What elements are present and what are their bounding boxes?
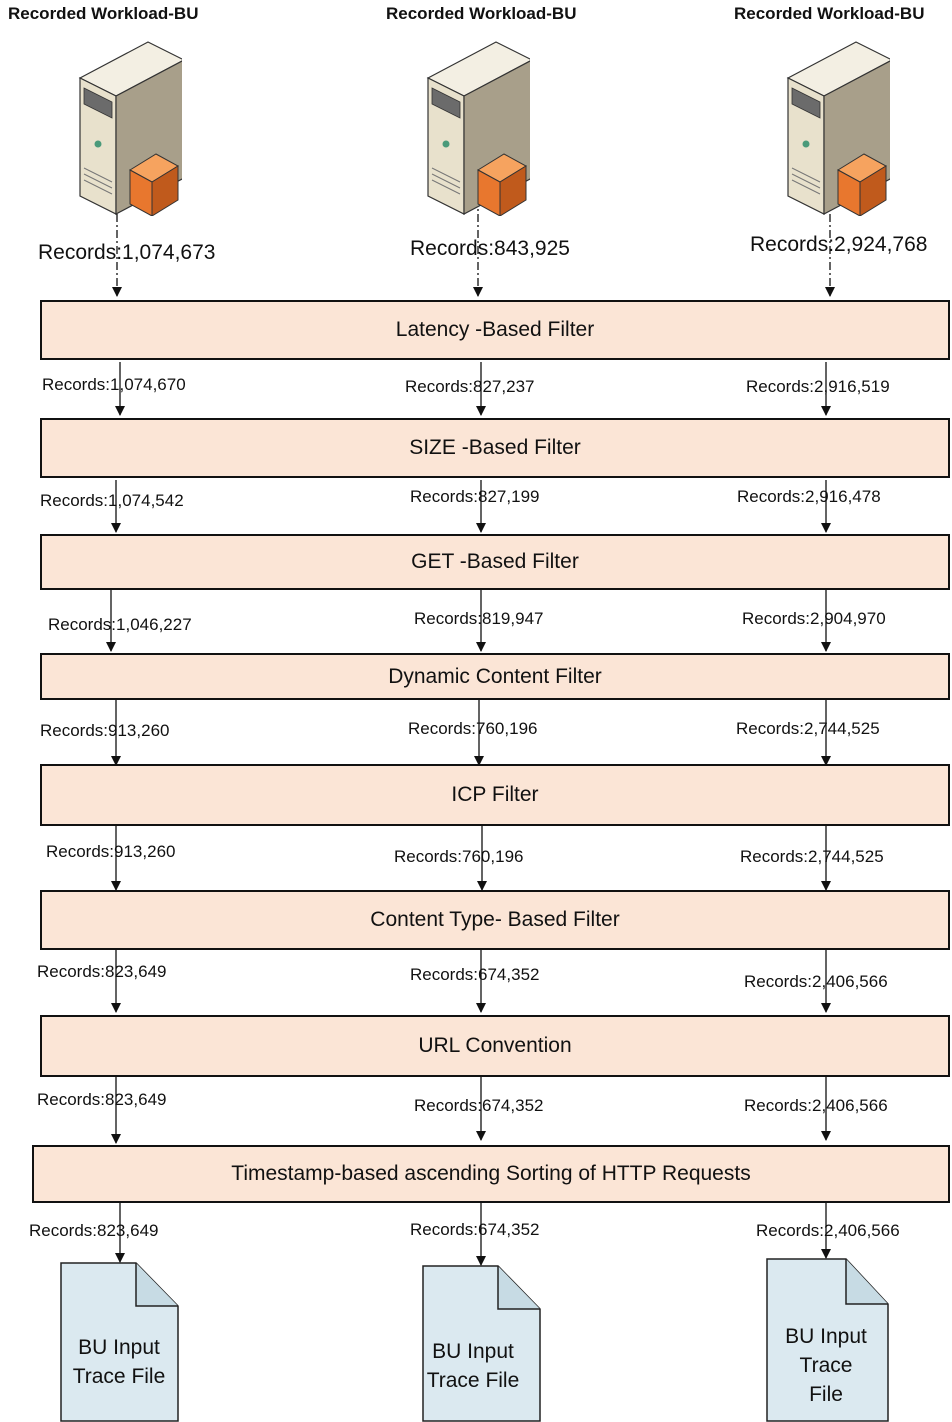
document-icon <box>422 1265 541 1422</box>
server-icon <box>786 41 890 216</box>
source-title: Recorded Workload-BU <box>734 4 925 23</box>
filter-box: GET -Based Filter <box>40 534 950 590</box>
record-count: Records:2,744,525 <box>740 847 884 866</box>
record-count: Records:827,237 <box>405 377 535 396</box>
record-count: Records:843,925 <box>410 237 570 260</box>
filter-box: SIZE -Based Filter <box>40 418 950 478</box>
record-count: Records:674,352 <box>410 1220 540 1239</box>
record-count: Records:2,904,970 <box>742 609 886 628</box>
record-count: Records:674,352 <box>410 965 540 984</box>
filter-box: Content Type- Based Filter <box>40 890 950 950</box>
record-count: Records:2,916,519 <box>746 377 890 396</box>
record-count: Records:819,947 <box>414 609 544 628</box>
record-count: Records:1,074,542 <box>40 491 184 510</box>
record-count: Records:674,352 <box>414 1096 544 1115</box>
record-count: Records:827,199 <box>410 487 540 506</box>
output-file-label: BU Input Trace File <box>426 1340 520 1392</box>
record-count: Records:1,074,670 <box>42 375 186 394</box>
server-icon <box>426 41 530 216</box>
record-count: Records:1,046,227 <box>48 615 192 634</box>
source-title: Recorded Workload-BU <box>386 4 577 23</box>
record-count: Records:823,649 <box>37 962 167 981</box>
record-count: Records:823,649 <box>29 1221 159 1240</box>
output-file-label: BU Input Trace File <box>72 1336 166 1388</box>
record-count: Records:823,649 <box>37 1090 167 1109</box>
record-count: Records:2,916,478 <box>737 487 881 506</box>
record-count: Records:760,196 <box>408 719 538 738</box>
filter-box: ICP Filter <box>40 764 950 826</box>
filter-box: Latency -Based Filter <box>40 300 950 360</box>
record-count: Records:913,260 <box>40 721 170 740</box>
record-count: Records:2,406,566 <box>744 972 888 991</box>
record-count: Records:2,924,768 <box>750 233 928 256</box>
record-count: Records:2,406,566 <box>744 1096 888 1115</box>
record-count: Records:760,196 <box>394 847 524 866</box>
document-icon <box>60 1262 179 1422</box>
filter-box: Timestamp-based ascending Sorting of HTT… <box>32 1145 950 1203</box>
record-count: Records:2,744,525 <box>736 719 880 738</box>
server-icon <box>78 41 182 216</box>
record-count: Records:2,406,566 <box>756 1221 900 1240</box>
filter-box: Dynamic Content Filter <box>40 653 950 700</box>
record-count: Records:1,074,673 <box>38 241 216 264</box>
document-icon <box>766 1258 889 1422</box>
output-file-label: BU Input Trace File <box>785 1325 867 1406</box>
record-count: Records:913,260 <box>46 842 176 861</box>
source-title: Recorded Workload-BU <box>8 4 199 23</box>
filter-box: URL Convention <box>40 1015 950 1077</box>
